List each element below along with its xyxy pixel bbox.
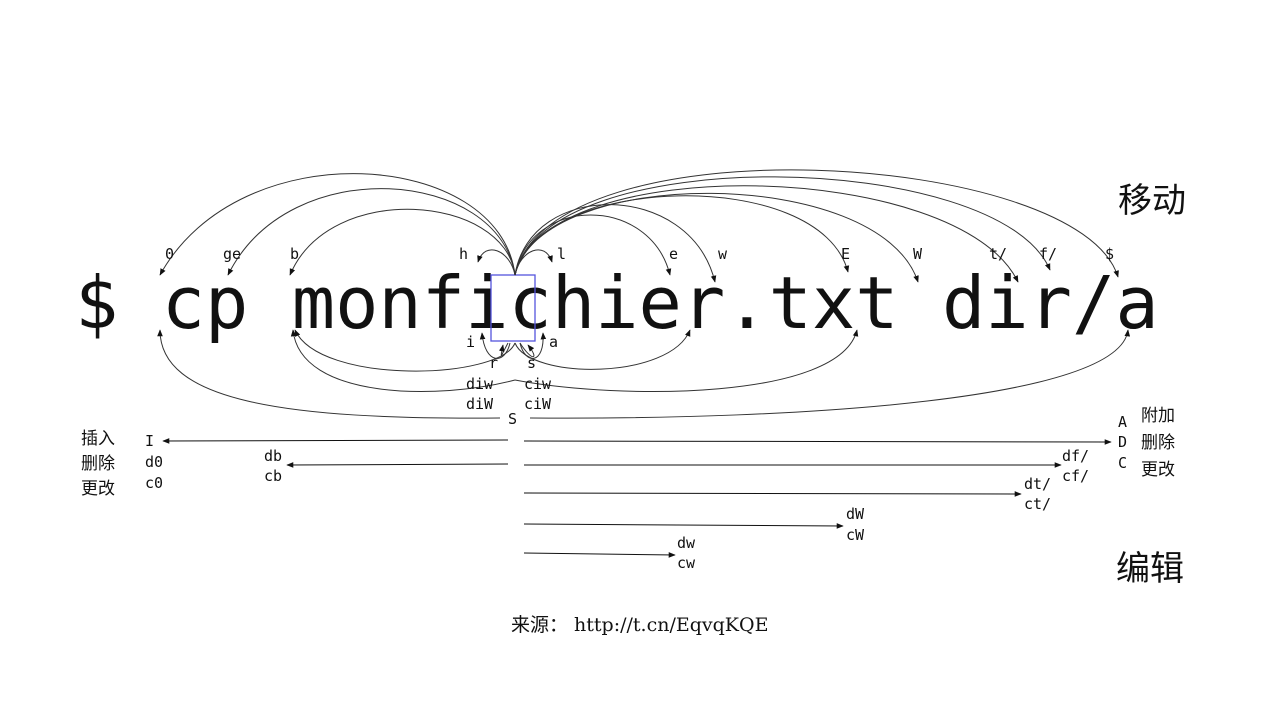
label-delete-right-cn: 删除: [1141, 433, 1175, 453]
arrow-db: [286, 462, 509, 468]
arc-S-right: [529, 329, 1131, 419]
key-dW: dW: [846, 505, 865, 523]
source-caption: 来源： http://t.cn/EqvqKQE: [511, 614, 768, 636]
key-a: a: [549, 333, 558, 351]
key-diW: diW: [466, 395, 494, 413]
arc-a: [519, 332, 547, 359]
arc-r: [499, 342, 509, 356]
arc-0: [159, 173, 516, 276]
arc-S-left: [157, 329, 501, 419]
motion-title: 移动: [1118, 181, 1186, 221]
editing-title: 编辑: [1116, 549, 1184, 589]
arc-i: [479, 332, 511, 359]
key-cb: cb: [264, 467, 282, 485]
label-delete-cn: 删除: [81, 454, 115, 474]
label-change-right-cn: 更改: [1141, 460, 1175, 480]
key-df: df/: [1062, 447, 1089, 465]
edit-arrows: [162, 438, 1112, 558]
key-cw: cw: [677, 554, 696, 572]
key-ge: ge: [223, 245, 241, 263]
key-dt: dt/: [1024, 475, 1051, 493]
key-D: D: [1118, 433, 1127, 451]
left-edit-group: 插入 删除 更改 I d0 c0 db cb: [81, 429, 282, 499]
right-edit-group: A D C 附加 删除 更改 df/ cf/ dt/ ct/ dW cW dw …: [677, 406, 1175, 572]
key-t: t/: [989, 245, 1007, 263]
key-C: C: [1118, 454, 1127, 472]
key-db: db: [264, 447, 282, 465]
key-h: h: [459, 245, 468, 263]
key-w: w: [718, 245, 728, 263]
key-0: 0: [165, 245, 174, 263]
key-d0: d0: [145, 453, 163, 471]
key-dw: dw: [677, 534, 696, 552]
arc-s: [519, 342, 535, 358]
motion-labels: 0 ge b h l e w E W t/ f/ $: [165, 245, 1114, 263]
arc-ciw-right: [514, 329, 691, 370]
cursor-box: [490, 274, 536, 342]
key-b: b: [290, 245, 299, 263]
key-I: I: [145, 432, 154, 450]
insert-labels: i a r s diw ciw diW ciW S: [466, 333, 558, 428]
arc-W: [514, 192, 919, 283]
arrow-A: [523, 439, 1112, 445]
insert-arcs: [157, 329, 1131, 419]
key-diw: diw: [466, 375, 494, 393]
arc-e: [514, 214, 672, 276]
arc-dollar: [514, 169, 1119, 278]
key-S: S: [508, 410, 517, 428]
key-ciw: ciw: [524, 375, 552, 393]
arc-diW-left: [290, 329, 516, 393]
label-change-cn: 更改: [81, 479, 115, 499]
key-f: f/: [1039, 245, 1057, 263]
key-ct: ct/: [1024, 495, 1051, 513]
key-e: e: [669, 245, 678, 263]
arc-t: [514, 185, 1019, 283]
command-line: $ cp monfichier.txt dir/a: [75, 261, 1159, 345]
arrow-I: [162, 438, 509, 444]
key-W: W: [913, 245, 923, 263]
key-dollar: $: [1105, 245, 1114, 263]
key-l: l: [557, 245, 566, 263]
arrow-dt: [523, 491, 1022, 497]
key-E: E: [841, 245, 850, 263]
key-i: i: [466, 333, 475, 351]
key-r: r: [489, 354, 498, 372]
key-s: s: [527, 354, 536, 372]
arc-h: [477, 249, 516, 276]
label-append-cn: 附加: [1141, 406, 1175, 426]
arc-diw-left: [294, 329, 516, 372]
motion-arcs: [159, 169, 1119, 283]
key-ciW: ciW: [524, 395, 552, 413]
key-c0: c0: [145, 474, 163, 492]
key-cW: cW: [846, 526, 865, 544]
arrow-dw: [523, 552, 676, 558]
arrow-dW: [523, 523, 844, 529]
key-cf: cf/: [1062, 467, 1089, 485]
arc-b: [289, 208, 516, 276]
arc-ge: [227, 188, 516, 276]
arc-ciW-right: [514, 329, 859, 393]
label-insert-cn: 插入: [81, 429, 115, 449]
key-A: A: [1118, 413, 1127, 431]
arc-f: [514, 176, 1051, 276]
